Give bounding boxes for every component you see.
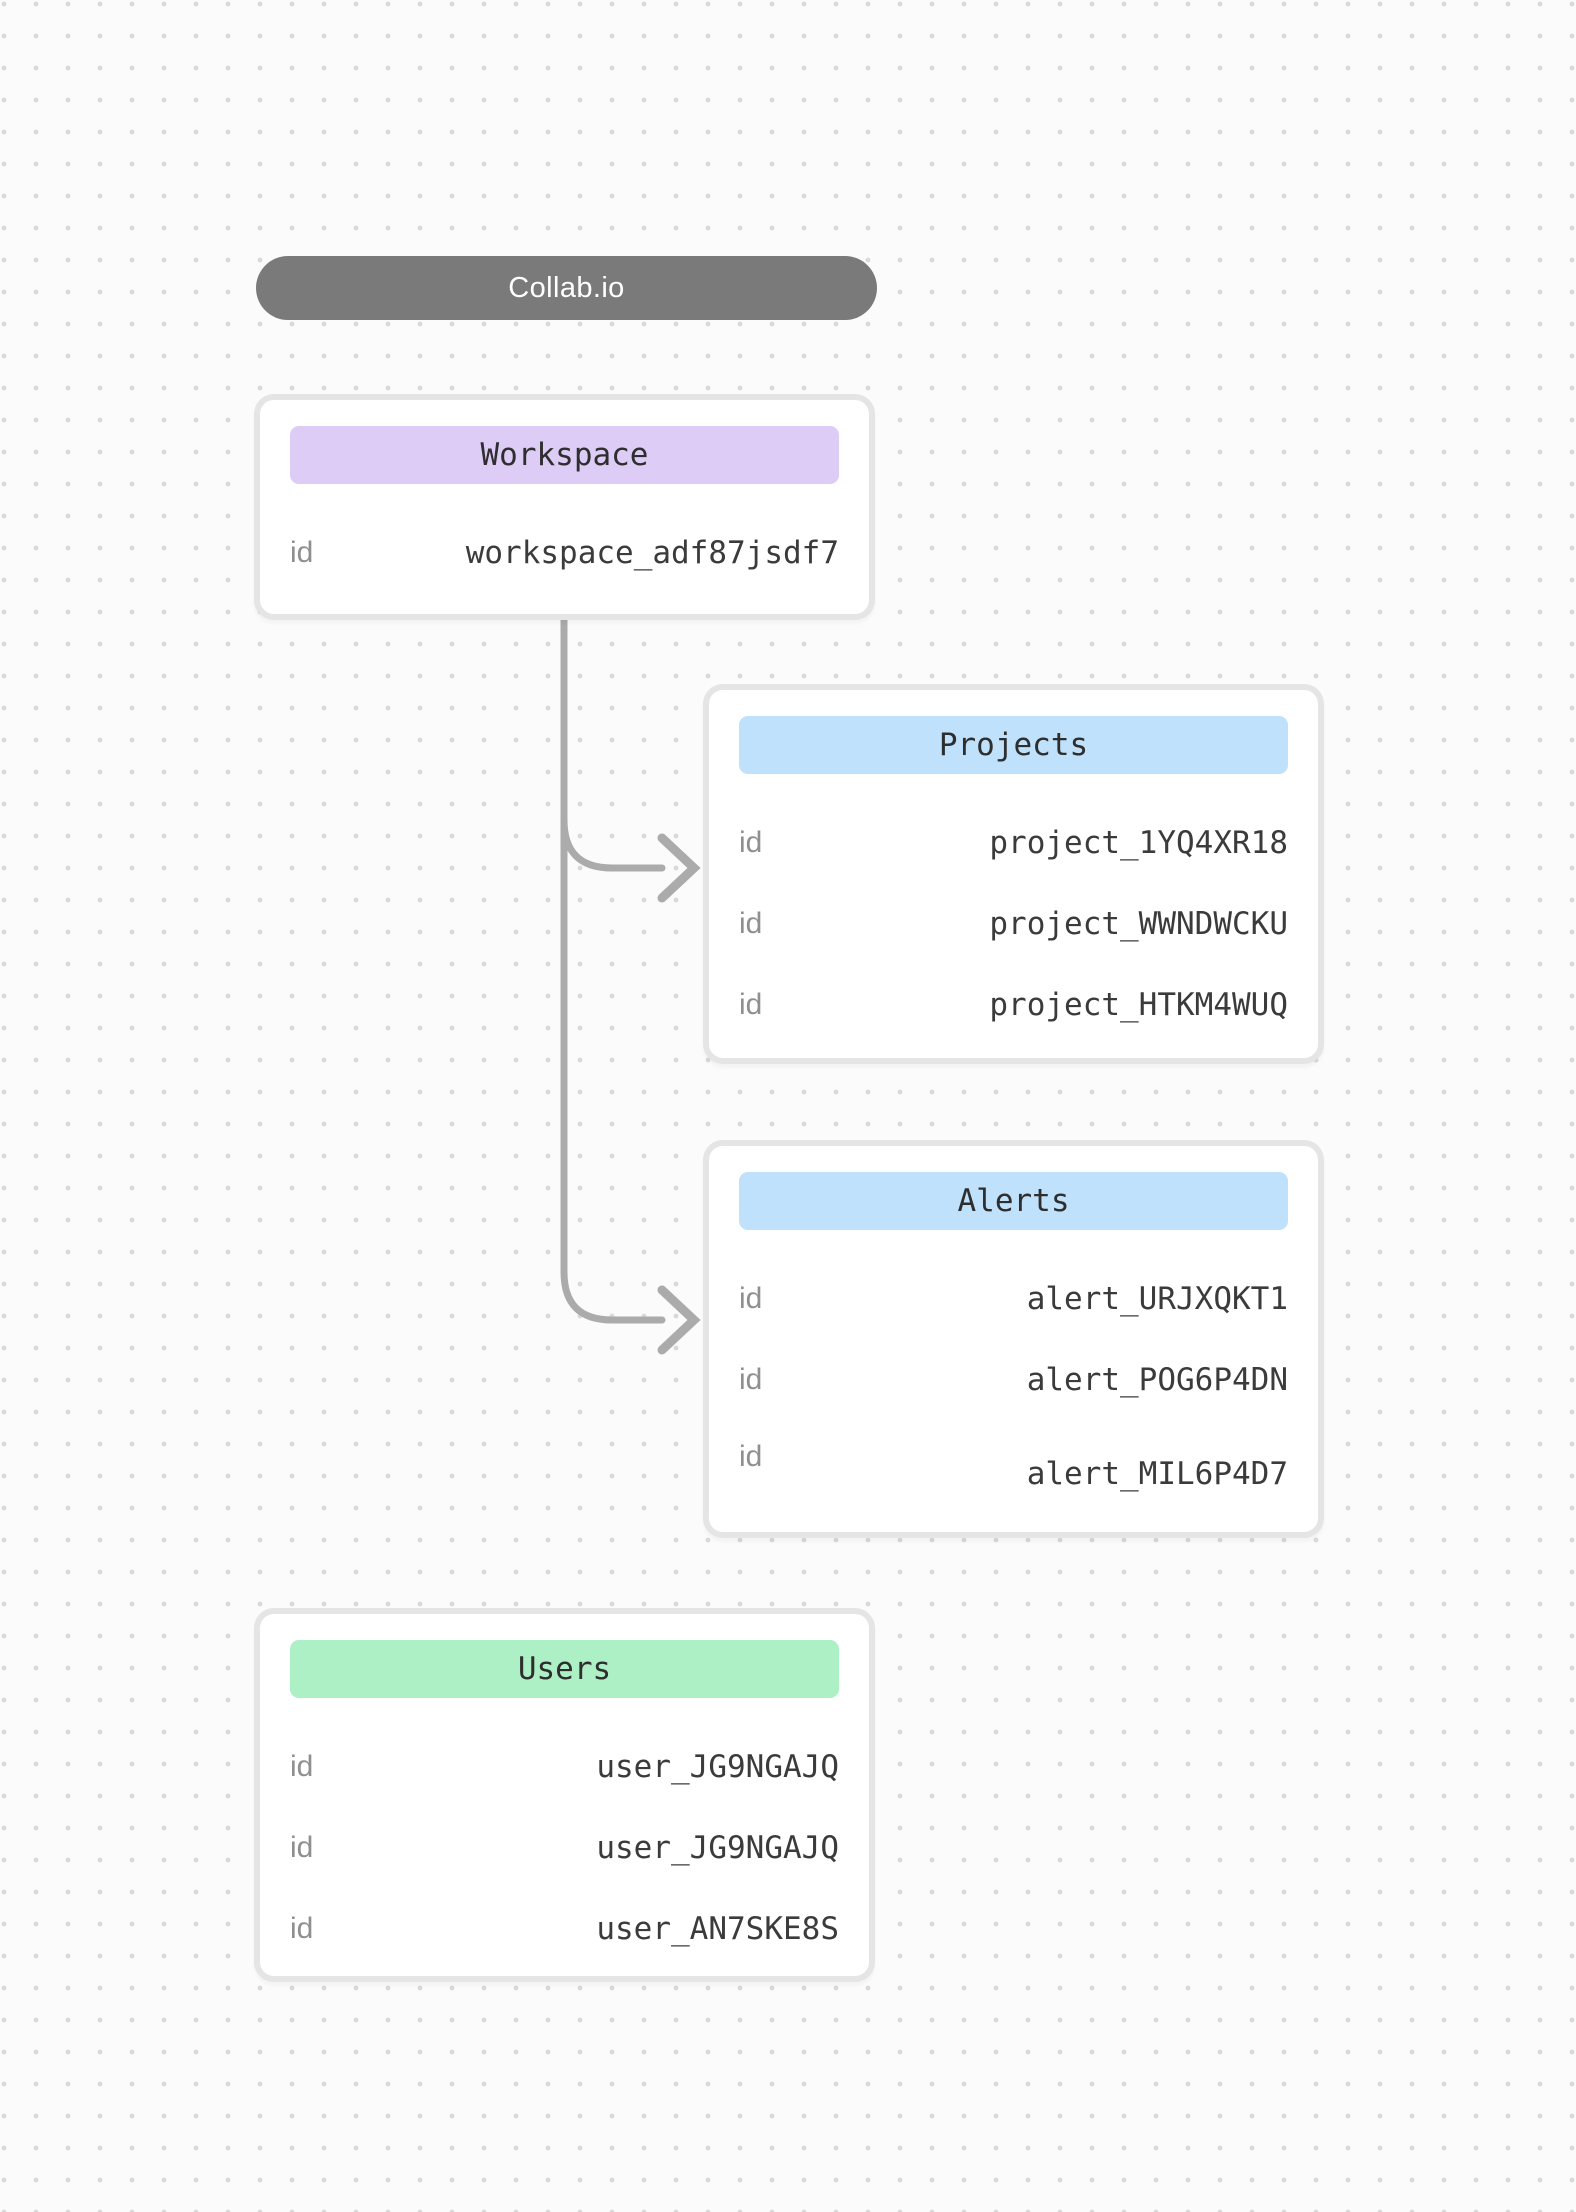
row-label: id — [290, 1831, 314, 1864]
users-card-title: Users — [517, 1651, 612, 1687]
row-value: user_JG9NGAJQ — [596, 1830, 839, 1866]
row-value: project_WWNDWCKU — [989, 906, 1288, 942]
row-label: id — [290, 1912, 314, 1945]
entity-row: id alert_POG6P4DN — [739, 1362, 1288, 1398]
row-label: id — [739, 988, 763, 1021]
row-label: id — [739, 1282, 763, 1315]
connector-workspace-to-alerts-line — [560, 614, 666, 1324]
workspace-card-title: Workspace — [480, 437, 649, 473]
row-label: id — [290, 1750, 314, 1783]
connector-workspace-to-projects-line — [560, 816, 666, 872]
entity-row: id alert_MIL6P4D7 — [739, 1440, 1288, 1492]
entity-row: id project_WWNDWCKU — [739, 906, 1288, 942]
projects-card-body: id project_1YQ4XR18 id project_WWNDWCKU … — [739, 825, 1288, 1023]
entity-row: id workspace_adf87jsdf7 — [290, 535, 839, 571]
users-card-header: Users — [290, 1640, 839, 1698]
row-value: alert_URJXQKT1 — [1026, 1281, 1288, 1317]
row-value: project_1YQ4XR18 — [989, 825, 1288, 861]
entity-row: id user_JG9NGAJQ — [290, 1749, 839, 1785]
row-value: alert_MIL6P4D7 — [1026, 1456, 1288, 1492]
entity-row: id user_JG9NGAJQ — [290, 1830, 839, 1866]
users-card-body: id user_JG9NGAJQ id user_JG9NGAJQ id use… — [290, 1749, 839, 1947]
workspace-card-header: Workspace — [290, 426, 839, 484]
projects-card-title: Projects — [938, 727, 1089, 763]
projects-card-header: Projects — [739, 716, 1288, 774]
row-value: alert_POG6P4DN — [1026, 1362, 1288, 1398]
row-value: project_HTKM4WUQ — [989, 987, 1288, 1023]
alerts-card-body: id alert_URJXQKT1 id alert_POG6P4DN id a… — [739, 1281, 1288, 1492]
row-label: id — [739, 1440, 763, 1473]
entity-row: id user_AN7SKE8S — [290, 1911, 839, 1947]
node-alerts-card[interactable]: Alerts id alert_URJXQKT1 id alert_POG6P4… — [703, 1140, 1324, 1538]
entity-row: id alert_URJXQKT1 — [739, 1281, 1288, 1317]
node-workspace-card[interactable]: Workspace id workspace_adf87jsdf7 — [254, 394, 875, 620]
row-label: id — [739, 907, 763, 940]
node-collab-title-pill[interactable]: Collab.io — [256, 256, 877, 320]
entity-row: id project_1YQ4XR18 — [739, 825, 1288, 861]
alerts-card-title: Alerts — [957, 1183, 1070, 1219]
row-label: id — [739, 826, 763, 859]
row-value: user_AN7SKE8S — [596, 1911, 839, 1947]
arrowhead-icon — [657, 833, 701, 903]
row-value: workspace_adf87jsdf7 — [465, 535, 839, 571]
diagram-title: Collab.io — [508, 271, 625, 304]
row-label: id — [290, 536, 314, 569]
node-users-card[interactable]: Users id user_JG9NGAJQ id user_JG9NGAJQ … — [254, 1608, 875, 1982]
arrowhead-icon — [657, 1285, 701, 1355]
row-value: user_JG9NGAJQ — [596, 1749, 839, 1785]
alerts-card-header: Alerts — [739, 1172, 1288, 1230]
row-label: id — [739, 1363, 763, 1396]
entity-row: id project_HTKM4WUQ — [739, 987, 1288, 1023]
node-projects-card[interactable]: Projects id project_1YQ4XR18 id project_… — [703, 684, 1324, 1064]
workspace-card-body: id workspace_adf87jsdf7 — [290, 535, 839, 571]
